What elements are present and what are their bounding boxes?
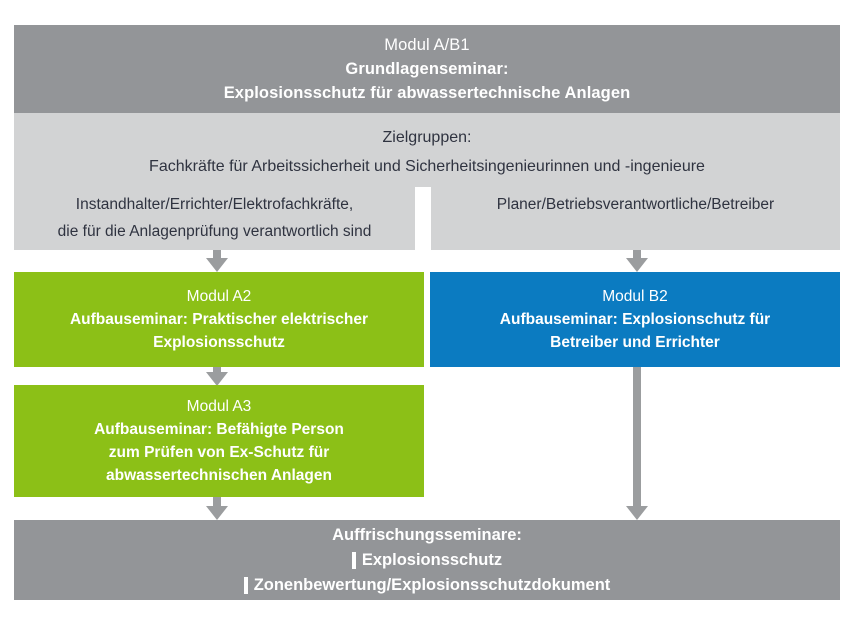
refresher-item: Explosionsschutz [351,548,503,573]
module-a3-line2: zum Prüfen von Ex-Schutz für [108,444,330,461]
target-group-left-line1: Instandhalter/Errichter/Elektrofachkräft… [75,196,354,213]
arrow-shaft [633,367,641,506]
module-ab1-line2: Explosionsschutz für abwassertechnische … [223,84,631,102]
module-a3-line3: abwassertechnischen Anlagen [106,467,332,484]
arrow-shaft [213,367,221,372]
arrow-down-to-module-a2 [206,250,228,272]
bullet-bar-icon [351,551,356,569]
target-groups-top: Zielgruppen: Fachkräfte für Arbeitssiche… [14,113,840,181]
arrow-head-icon [626,506,648,520]
refresher-heading: Auffrischungsseminare: [332,525,522,544]
target-groups-box: Zielgruppen: Fachkräfte für Arbeitssiche… [14,113,840,250]
refresher-item: Zonenbewertung/Explosionsschutzdokument [243,573,611,598]
arrow-head-icon [206,506,228,520]
module-b2-line2: Betreiber und Errichter [550,334,720,351]
refresher-seminars-box: Auffrischungsseminare: Explosionsschutz … [14,520,840,600]
target-groups-shared: Fachkräfte für Arbeitssicherheit und Sic… [149,158,705,175]
module-a3-label: Modul A3 [186,398,252,415]
target-group-right: Planer/Betriebsverantwortliche/Betreiber [431,187,840,250]
target-group-right-line1: Planer/Betriebsverantwortliche/Betreiber [496,196,775,213]
module-a2-line1: Aufbauseminar: Praktischer elektrischer [69,311,369,328]
module-box-b2: Modul B2 Aufbauseminar: Explosionschutz … [430,272,840,367]
refresher-item-label: Explosionsschutz [361,550,503,569]
bullet-bar-icon [243,576,248,594]
module-ab1-label: Modul A/B1 [384,36,470,54]
target-groups-heading: Zielgruppen: [382,129,472,146]
arrow-down-from-b2-to-refresher [626,367,648,520]
module-a2-line2: Explosionsschutz [153,334,285,351]
target-group-left-line2: die für die Anlagenprüfung verantwortlic… [57,223,372,240]
arrow-shaft [213,250,221,258]
arrow-down-to-module-b2 [626,250,648,272]
module-b2-label: Modul B2 [602,288,668,305]
module-a3-line1: Aufbauseminar: Befähigte Person [94,421,344,438]
module-box-a3: Modul A3 Aufbauseminar: Befähigte Person… [14,385,424,497]
target-groups-divider [415,187,431,250]
arrow-down-from-a3-to-refresher [206,497,228,520]
module-a2-label: Modul A2 [186,288,252,305]
module-box-ab1: Modul A/B1 Grundlagenseminar: Explosions… [14,25,840,113]
arrow-head-icon [626,258,648,272]
arrow-head-icon [206,372,228,386]
arrow-down-to-module-a3 [206,367,228,386]
arrow-head-icon [206,258,228,272]
target-group-left: Instandhalter/Errichter/Elektrofachkräft… [14,187,415,250]
module-ab1-line1: Grundlagenseminar: [345,60,509,78]
arrow-shaft [213,497,221,506]
target-groups-columns: Instandhalter/Errichter/Elektrofachkräft… [14,187,840,250]
refresher-item-label: Zonenbewertung/Explosionsschutzdokument [253,575,611,594]
module-box-a2: Modul A2 Aufbauseminar: Praktischer elek… [14,272,424,367]
module-b2-line1: Aufbauseminar: Explosionschutz für [499,311,771,328]
arrow-shaft [633,250,641,258]
